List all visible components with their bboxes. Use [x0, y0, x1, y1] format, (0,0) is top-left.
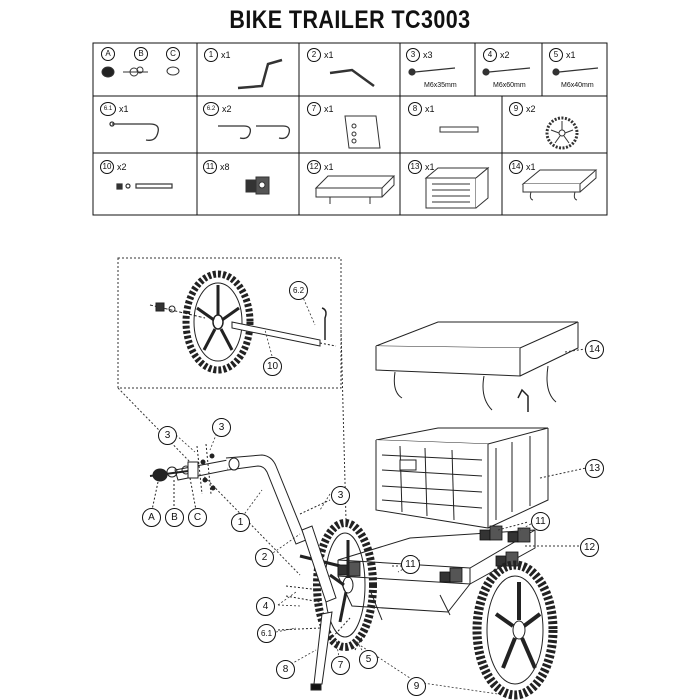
callout-b: B — [165, 508, 184, 527]
part-5-bolt-icon — [552, 67, 599, 76]
callout-5: 5 — [359, 650, 378, 669]
callout-12: 12 — [580, 538, 599, 557]
callout-13: 13 — [585, 459, 604, 478]
axle-detail-inset — [117, 257, 342, 389]
callout-7: 7 — [331, 656, 350, 675]
hitch-hardware-icon — [149, 443, 216, 511]
part-13-box-icon — [424, 166, 490, 209]
callout-4: 4 — [256, 597, 275, 616]
lid-assembly-icon — [375, 321, 579, 412]
part-8-tube-icon — [439, 126, 479, 133]
part-10-axle-icon — [116, 183, 173, 190]
inset-wheel-icon — [182, 270, 254, 374]
part-label-a: A — [101, 47, 115, 61]
part-4-bolt-icon — [482, 67, 531, 76]
part-14-lid-icon — [521, 169, 598, 201]
part-12-frame-icon — [314, 175, 396, 204]
tube-2-icon — [301, 525, 337, 691]
callout-a: A — [142, 508, 161, 527]
part-label-c: C — [166, 47, 180, 61]
callout-3-right: 3 — [331, 486, 350, 505]
part-7-bracket-icon — [344, 115, 381, 149]
part-1-frame-bar-icon — [237, 58, 283, 90]
part-11-clamp-icon — [245, 176, 270, 195]
part-6-2-pin-icon — [218, 125, 291, 140]
part-3-spec: M6x35mm — [424, 82, 457, 89]
part-6-1-pin-icon — [109, 121, 159, 141]
part-label-b: B — [134, 47, 148, 61]
callout-11-mid: 11 — [401, 555, 420, 574]
callout-14: 14 — [585, 340, 604, 359]
callout-2: 2 — [255, 548, 274, 567]
part-9-wheel-icon — [545, 116, 579, 150]
callout-11-top: 11 — [531, 512, 550, 531]
bolts-icon — [277, 499, 367, 651]
callout-10: 10 — [263, 357, 282, 376]
part-3-bolt-icon — [408, 67, 456, 76]
part-2-tube-icon — [329, 68, 375, 88]
part-4-spec: M6x60mm — [493, 82, 526, 89]
callout-1: 1 — [231, 513, 250, 532]
callout-3-top: 3 — [212, 418, 231, 437]
callout-c: C — [188, 508, 207, 527]
part-5-spec: M6x40mm — [561, 82, 594, 89]
callout-9: 9 — [407, 677, 426, 696]
callout-6-1: 6.1 — [257, 624, 276, 643]
callout-6-2: 6.2 — [289, 281, 308, 300]
callout-8: 8 — [276, 660, 295, 679]
crate-assembly-icon — [375, 427, 549, 529]
inset-axle-icon — [149, 302, 337, 347]
page-title: BIKE TRAILER TC3003 — [229, 6, 471, 34]
callout-3-left: 3 — [158, 426, 177, 445]
hardware-abc-icon — [101, 66, 180, 78]
right-wheel-icon — [472, 560, 558, 700]
